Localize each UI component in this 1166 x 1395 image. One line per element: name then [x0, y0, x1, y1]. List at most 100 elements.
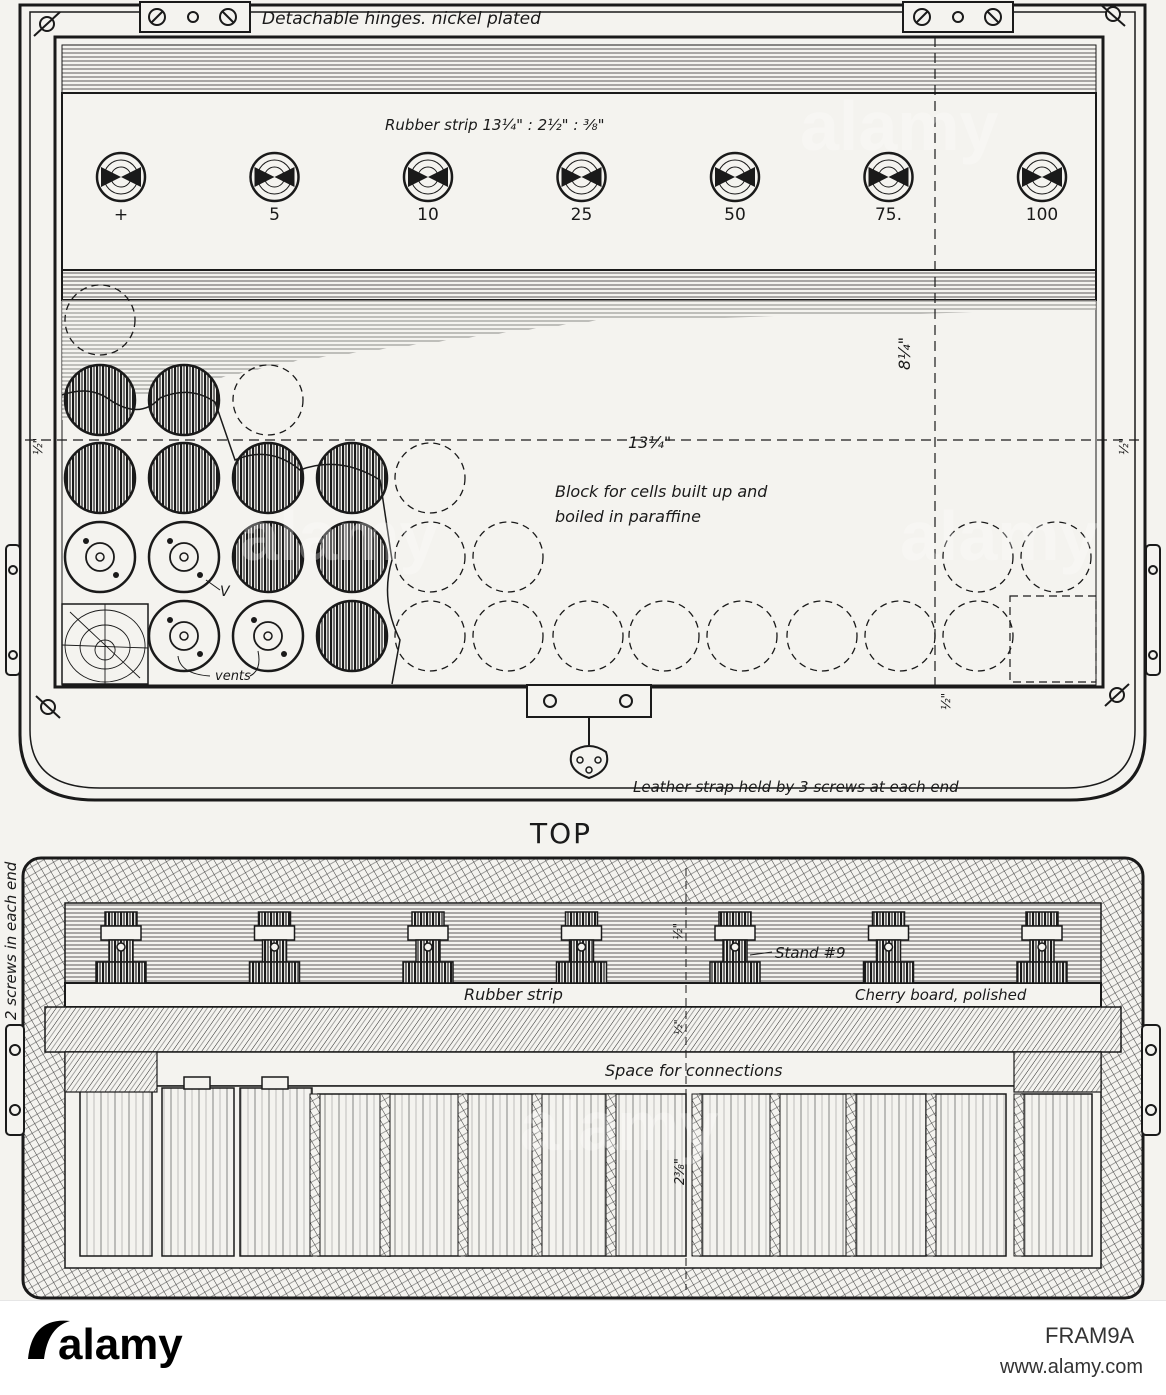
binding-post: [248, 911, 301, 984]
vents-label: vents: [215, 669, 251, 684]
hasp: [526, 684, 652, 780]
cell-solid: [315, 520, 389, 594]
binding-post: [1016, 911, 1068, 984]
terminal: 5: [249, 151, 300, 225]
terminal: 75.: [863, 151, 914, 225]
terminal: 25: [556, 151, 607, 225]
site-url: www.alamy.com: [999, 1356, 1143, 1378]
terminal: 100: [1016, 151, 1068, 225]
rubber-strip-panel: [61, 92, 1097, 271]
terminal: 50: [709, 151, 761, 225]
case-outline: [18, 3, 1147, 802]
terminal-label: 10: [417, 205, 439, 225]
section-cell: [309, 1093, 391, 1257]
rubber-strip-dims: Rubber strip 13¼" : 2½" : ⅜": [385, 116, 605, 134]
stand-label: Stand #9: [775, 944, 846, 962]
terminal-label: +: [114, 205, 128, 225]
binding-post: [862, 911, 915, 984]
cell-dashed: [942, 521, 1014, 593]
cell-dashed: [64, 284, 136, 356]
connections-label: Space for connections: [605, 1061, 782, 1080]
watermark: alamy alamy alamy alamy: [240, 87, 1099, 1165]
dim-section-mid: ½": [672, 1019, 685, 1035]
binding-post: [95, 911, 147, 984]
hinge-left: [139, 1, 251, 33]
cell-solid: [63, 441, 137, 515]
binding-post: [709, 911, 761, 984]
cell-grid: [61, 284, 1092, 685]
footer-graphics: alamy FRAM9A www.alamy.com: [28, 1320, 1143, 1378]
block-note-line1: Block for cells built up and: [555, 482, 768, 501]
cell-dashed: [394, 442, 466, 514]
cell-dashed: [628, 600, 700, 672]
terminal-label: 100: [1026, 205, 1058, 225]
section-cell: [457, 1093, 539, 1257]
cell-open: [231, 599, 305, 673]
binding-post: [402, 911, 454, 984]
dim-margin-bottom: ½": [939, 693, 953, 710]
cell-dashed: [942, 600, 1014, 672]
cell-dashed: [552, 600, 624, 672]
strap-label: Leather strap held by 3 screws at each e…: [633, 778, 959, 796]
side-note: 2 screws in each end: [2, 861, 20, 1020]
cell-solid: [315, 599, 389, 673]
stock-footer: alamy FRAM9A www.alamy.com: [0, 1300, 1166, 1391]
cell-dashed: [786, 600, 858, 672]
section-cell: [379, 1093, 461, 1257]
binding-posts: [95, 911, 1068, 984]
cell-dashed: [232, 364, 304, 436]
view-title: TOP: [529, 817, 592, 850]
terminal: +: [95, 151, 147, 225]
cell-solid: [231, 520, 305, 594]
hinge-right: [902, 1, 1014, 33]
section-cell: [1013, 1093, 1093, 1257]
cell-dashed: [1020, 521, 1092, 593]
terminal-label: 5: [269, 205, 280, 225]
alamy-logo: alamy: [28, 1320, 183, 1369]
dim-margin-left: ½": [31, 438, 45, 455]
rubber-strip-band: [64, 982, 1102, 1008]
battery-box-drawing: Detachable hinges. nickel plated Rubber …: [2, 1, 1161, 1300]
section-cell: [925, 1093, 1007, 1257]
section-cell: [691, 1093, 773, 1257]
diagram-stage: Detachable hinges. nickel plated Rubber …: [0, 0, 1166, 1300]
svg-text:alamy: alamy: [520, 1087, 719, 1165]
cell-solid: [315, 441, 389, 515]
section-cell: [161, 1076, 235, 1257]
dim-section-cells: 2⅜": [673, 1158, 688, 1185]
cell-dashed: [394, 521, 466, 593]
section-cell: [239, 1076, 313, 1257]
section-cell: [531, 1093, 613, 1257]
svg-text:alamy: alamy: [240, 497, 439, 575]
top-view: Detachable hinges. nickel plated Rubber …: [5, 1, 1161, 850]
section-view: Rubber strip Cherry board, polished Spac…: [2, 856, 1161, 1300]
cherry-label: Cherry board, polished: [855, 986, 1027, 1004]
cell-solid: [147, 363, 221, 437]
svg-text:alamy: alamy: [800, 87, 999, 165]
section-cells: [79, 1076, 1093, 1257]
cell-open: [147, 599, 221, 673]
terminal-row: +5 10 25 50 75. 100: [95, 151, 1068, 225]
section-cell: [845, 1093, 927, 1257]
svg-text:alamy: alamy: [58, 1320, 183, 1369]
cell-open: [63, 520, 137, 594]
cell-open: [147, 520, 221, 594]
dim-margin-right: ½": [1117, 438, 1131, 455]
vent-label-v: V: [220, 584, 231, 600]
cell-dashed: [472, 600, 544, 672]
cell-dashed: [472, 521, 544, 593]
terminal-label: 25: [571, 205, 593, 225]
terminal-label: 75.: [875, 205, 902, 225]
cell-dashed: [706, 600, 778, 672]
dim-section-top: ½": [671, 923, 685, 940]
image-id: FRAM9A: [1045, 1323, 1135, 1348]
binding-post: [555, 911, 608, 984]
svg-text:alamy: alamy: [900, 497, 1099, 575]
cell-dashed: [864, 600, 936, 672]
rubber-strip-label: Rubber strip: [464, 985, 563, 1004]
section-cell: [605, 1093, 687, 1257]
section-cell: [79, 1076, 153, 1257]
section-cell: [769, 1093, 851, 1257]
cell-dashed: [394, 600, 466, 672]
block-note-line2: boiled in paraffine: [555, 507, 701, 526]
